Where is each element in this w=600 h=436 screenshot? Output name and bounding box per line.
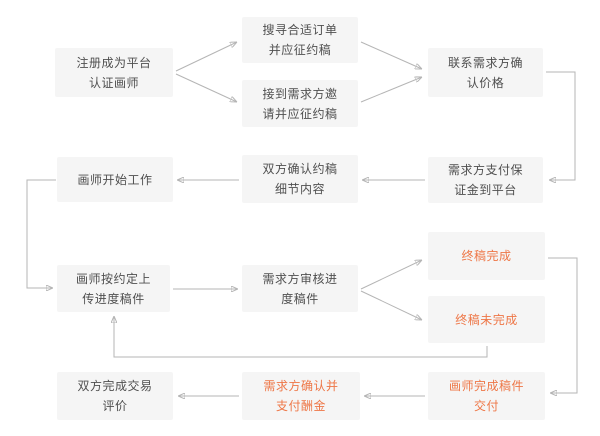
node-label: 评价 [102,399,128,413]
node-confirm-details: 双方确认约稿 细节内容 [242,155,358,203]
node-label: 认证画师 [88,75,139,90]
node-label: 双方确认约稿 [262,162,338,176]
node-search-orders: 搜寻合适订单 并应征约稿 [242,17,358,63]
edge-register-to-receive-invite [175,73,237,102]
edge-search-orders-to-confirm-price [360,41,422,69]
node-final-not-done: 终稿未完成 [428,296,545,343]
node-label: 证金到平台 [454,183,517,197]
node-confirm-price: 联系需求方确 认价格 [428,48,543,97]
node-label: 传进度稿件 [82,291,145,306]
node-receive-invite: 接到需求方邀 请并应征约稿 [242,80,358,127]
node-register: 注册成为平台 认证画师 [55,48,173,97]
node-review-progress: 需求方审核进 度稿件 [242,265,358,312]
node-label: 认价格 [466,75,505,90]
node-evaluate: 双方完成交易 评价 [57,372,173,420]
node-label: 接到需求方邀 [262,86,338,101]
edge-final-not-done-to-upload-progress [114,316,488,358]
node-label: 度稿件 [281,291,319,306]
node-deliver-work: 画师完成稿件 交付 [428,372,545,420]
edge-review-progress-to-final-done [360,260,422,290]
node-label: 细节内容 [274,182,325,196]
edge-confirm-price-to-pay-deposit [546,71,576,180]
edge-register-to-search-orders [175,42,237,72]
node-final-done: 终稿完成 [428,232,545,280]
node-pay-deposit: 需求方支付保 证金到平台 [428,157,543,203]
node-label: 需求方确认并 [263,379,339,393]
node-label: 注册成为平台 [76,55,152,70]
node-pay-fee: 需求方确认并 支付酬金 [242,372,360,420]
node-label: 画师开始工作 [77,172,153,187]
edge-start-work-to-upload-progress [26,179,56,288]
node-label: 并应征约稿 [268,43,332,57]
edge-review-progress-to-final-not-done [360,290,422,320]
node-label: 双方完成交易 [77,379,153,393]
edge-final-done-to-deliver-work [548,257,578,393]
node-label: 联系需求方确 [447,55,523,70]
node-start-work: 画师开始工作 [57,157,173,202]
node-label: 画师完成稿件 [448,379,524,393]
edge-receive-invite-to-confirm-price [360,77,422,103]
node-label: 交付 [473,399,499,413]
node-label: 画师按约定上 [75,271,151,286]
node-label: 终稿未完成 [455,312,518,327]
node-label: 请并应征约稿 [262,106,338,121]
node-label: 需求方支付保 [447,163,523,177]
node-label: 需求方审核进 [262,271,338,286]
node-label: 终稿完成 [461,249,512,263]
node-upload-progress: 画师按约定上 传进度稿件 [57,265,170,312]
node-label: 支付酬金 [275,399,326,413]
node-label: 搜寻合适订单 [262,23,338,37]
